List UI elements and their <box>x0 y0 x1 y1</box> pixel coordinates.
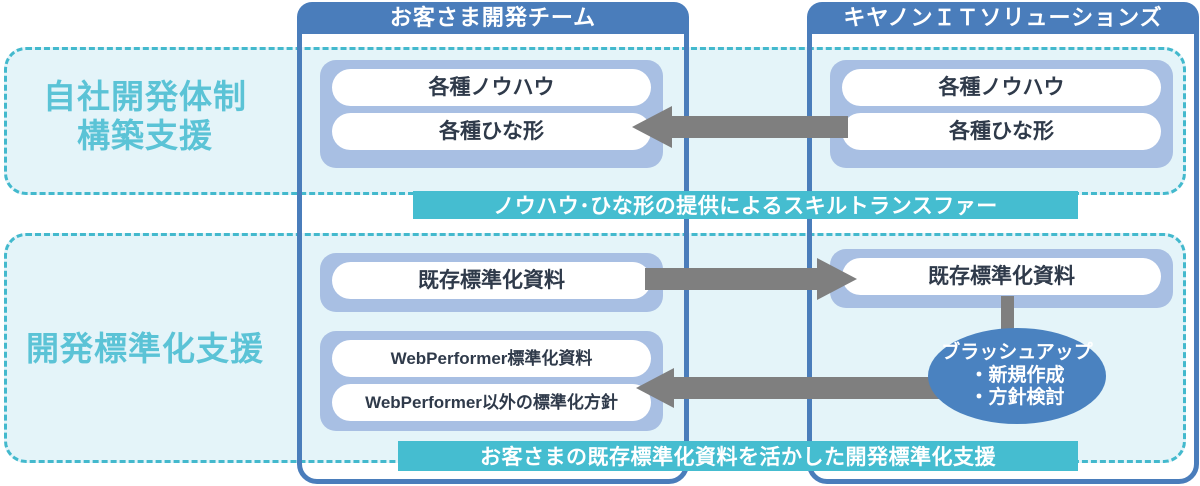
arrow-brushup-right-to-left <box>636 368 976 408</box>
ellipse-connector-bar <box>1001 296 1014 334</box>
pill-templates: 各種ひな形 <box>842 113 1161 150</box>
arrow-knowhow-right-to-left <box>632 106 848 148</box>
group-canon-knowhow: 各種ノウハウ 各種ひな形 <box>830 60 1173 168</box>
pill-webperformer-standard-docs: WebPerformer標準化資料 <box>332 340 651 377</box>
pill-existing-standard-docs: 既存標準化資料 <box>332 262 651 299</box>
panel-title-canon-it-solutions: キヤノンＩＴソリューションズ <box>807 2 1199 34</box>
banner-skill-transfer: ノウハウ･ひな形の提供によるスキルトランスファー <box>413 191 1078 219</box>
pill-templates: 各種ひな形 <box>332 113 651 150</box>
section-label-self-development: 自社開発体制 構築支援 <box>43 78 247 154</box>
group-customer-existing-docs: 既存標準化資料 <box>320 253 663 312</box>
pill-knowhow: 各種ノウハウ <box>842 69 1161 106</box>
pill-existing-standard-docs: 既存標準化資料 <box>842 258 1161 295</box>
section-label-standardization: 開発標準化支援 <box>26 330 264 367</box>
banner-standardization-support: お客さまの既存標準化資料を活かした開発標準化支援 <box>398 441 1078 471</box>
group-customer-knowhow: 各種ノウハウ 各種ひな形 <box>320 60 663 168</box>
pill-non-webperformer-policy: WebPerformer以外の標準化方針 <box>332 384 651 421</box>
arrow-existing-docs-left-to-right <box>645 258 857 300</box>
ellipse-brushup: ブラッシュアップ ・新規作成 ・方針検討 <box>928 328 1106 424</box>
pill-knowhow: 各種ノウハウ <box>332 69 651 106</box>
panel-title-customer-dev-team: お客さま開発チーム <box>297 2 689 34</box>
group-customer-webperformer-docs: WebPerformer標準化資料 WebPerformer以外の標準化方針 <box>320 331 663 431</box>
